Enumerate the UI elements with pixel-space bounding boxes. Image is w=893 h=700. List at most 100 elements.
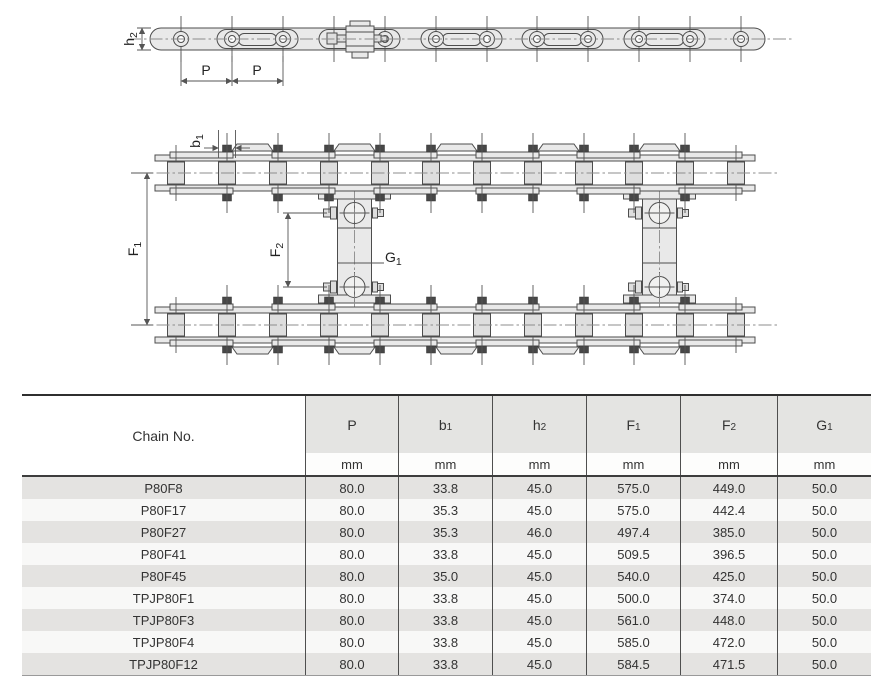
table-cell: 35.3 xyxy=(398,499,492,521)
f2-dimension: F2 xyxy=(267,212,327,288)
table-cell: P80F27 xyxy=(140,524,187,540)
table-cell: TPJP80F12 xyxy=(129,656,198,672)
table-cell: 45.0 xyxy=(492,631,586,653)
table-cell: 385.0 xyxy=(680,521,777,543)
table-cell: 35.3 xyxy=(398,521,492,543)
chain-drawing: h2 P P b1 F1 F2 xyxy=(121,16,792,392)
f1-label: F1 xyxy=(125,242,144,257)
table-cell: 471.5 xyxy=(680,653,777,675)
table-cell: 80.0 xyxy=(305,543,398,565)
table-cell: 50.0 xyxy=(777,565,871,587)
table-cell: 396.5 xyxy=(680,543,777,565)
table-cell: 50.0 xyxy=(777,543,871,565)
table-cell: 45.0 xyxy=(492,653,586,675)
table-cell: 80.0 xyxy=(305,521,398,543)
table-cell: 500.0 xyxy=(586,587,680,609)
table-cell: 80.0 xyxy=(305,499,398,521)
f1-dimension: F1 xyxy=(125,172,153,326)
table-cell: 497.4 xyxy=(586,521,680,543)
g1-label: G1 xyxy=(385,249,402,268)
pitch-dimension: P P xyxy=(180,52,284,86)
header-separator xyxy=(22,475,871,477)
table-cell: P80F41 xyxy=(140,546,187,562)
h2-dimension: h2 xyxy=(121,27,151,51)
table-cell: 561.0 xyxy=(586,609,680,631)
table-cell: 584.5 xyxy=(586,653,680,675)
table-cell: TPJP80F3 xyxy=(132,612,195,628)
link-slots xyxy=(238,33,684,46)
p-label-1: P xyxy=(201,62,210,78)
table-cell: 575.0 xyxy=(586,477,680,499)
table-cell: 575.0 xyxy=(586,499,680,521)
table-cell: 50.0 xyxy=(777,477,871,499)
table-cell: 50.0 xyxy=(777,499,871,521)
header-col: Chain No. xyxy=(22,396,305,475)
table-cell: 45.0 xyxy=(492,499,586,521)
table-cell: 425.0 xyxy=(680,565,777,587)
table-cell: 448.0 xyxy=(680,609,777,631)
table-cell: 45.0 xyxy=(492,477,586,499)
plan-view: b1 F1 F2 G1 xyxy=(125,130,778,365)
b1-label: b1 xyxy=(187,134,206,148)
table-cell: 45.0 xyxy=(492,565,586,587)
table-cell: 540.0 xyxy=(586,565,680,587)
table-cell: 449.0 xyxy=(680,477,777,499)
f2-label: F2 xyxy=(267,243,286,258)
table-cell: 45.0 xyxy=(492,587,586,609)
g1-dimension: G1 xyxy=(340,249,402,268)
table-cell: 80.0 xyxy=(305,565,398,587)
table-cell: 50.0 xyxy=(777,587,871,609)
table-cell: 442.4 xyxy=(680,499,777,521)
side-view: h2 P P xyxy=(121,16,792,86)
table-cell: 80.0 xyxy=(305,477,398,499)
table-cell: 45.0 xyxy=(492,543,586,565)
table-cell: TPJP80F1 xyxy=(132,590,195,606)
table-cell: 50.0 xyxy=(777,631,871,653)
table-cell: 50.0 xyxy=(777,609,871,631)
table-cell: 472.0 xyxy=(680,631,777,653)
table-cell: TPJP80F4 xyxy=(132,634,195,650)
table-cell: 46.0 xyxy=(492,521,586,543)
table-cell: 33.8 xyxy=(398,653,492,675)
table-cell: 33.8 xyxy=(398,631,492,653)
table-cell: 509.5 xyxy=(586,543,680,565)
table-cell: P80F17 xyxy=(140,502,187,518)
table-cell: P80F8 xyxy=(144,480,183,496)
table-cell: 33.8 xyxy=(398,587,492,609)
table-cell: 33.8 xyxy=(398,609,492,631)
table-cell: 585.0 xyxy=(586,631,680,653)
table-cell: 33.8 xyxy=(398,477,492,499)
b1-dimension: b1 xyxy=(187,130,250,158)
table-cell: 33.8 xyxy=(398,543,492,565)
table-cell: 80.0 xyxy=(305,653,398,675)
table-cell: 50.0 xyxy=(777,521,871,543)
table-cell: 45.0 xyxy=(492,609,586,631)
table-cell: 374.0 xyxy=(680,587,777,609)
h2-label: h2 xyxy=(121,32,140,46)
table-cell: 50.0 xyxy=(777,653,871,675)
table-cell: 80.0 xyxy=(305,631,398,653)
p-label-2: P xyxy=(252,62,261,78)
table-cell: 80.0 xyxy=(305,609,398,631)
table-cell: P80F45 xyxy=(140,568,187,584)
table-cell: 35.0 xyxy=(398,565,492,587)
